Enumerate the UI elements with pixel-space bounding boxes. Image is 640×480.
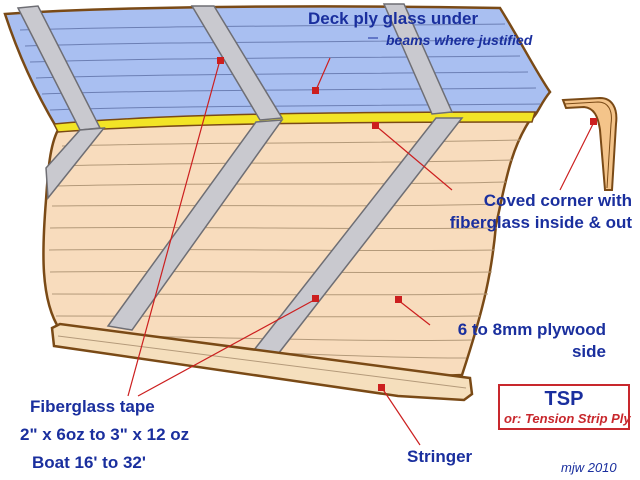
stringer-label: Stringer [407, 447, 473, 466]
author-credit: mjw 2010 [561, 460, 617, 475]
deck-tape-strips [16, 3, 454, 131]
tape-label-line2: 2" x 6oz to 3" x 12 oz [20, 425, 190, 444]
leader-lines [127, 57, 595, 446]
tape-label-line1: Fiberglass tape [30, 397, 155, 416]
plywood-label-line1: 6 to 8mm plywood [457, 320, 606, 339]
side-tape-strips [45, 117, 464, 355]
deck-label-line2: beams where justified [386, 32, 533, 48]
tsp-legend-box: TSP or: Tension Strip Ply [498, 384, 631, 430]
coved-corner-detail [561, 96, 618, 191]
tape-label-line3: Boat 16' to 32' [32, 453, 146, 472]
sheer-fiberglass-edge [52, 111, 537, 133]
marker-dots [217, 57, 597, 391]
deck-label-line1: Deck ply glass under [308, 9, 479, 28]
coved-label-line1: Coved corner with [483, 191, 632, 210]
coved-label-line2: fiberglass inside & out [449, 213, 632, 232]
plywood-label-line2: side [571, 342, 606, 361]
tsp-subtitle: or: Tension Strip Ply [504, 411, 631, 426]
tsp-title: TSP [544, 388, 584, 410]
